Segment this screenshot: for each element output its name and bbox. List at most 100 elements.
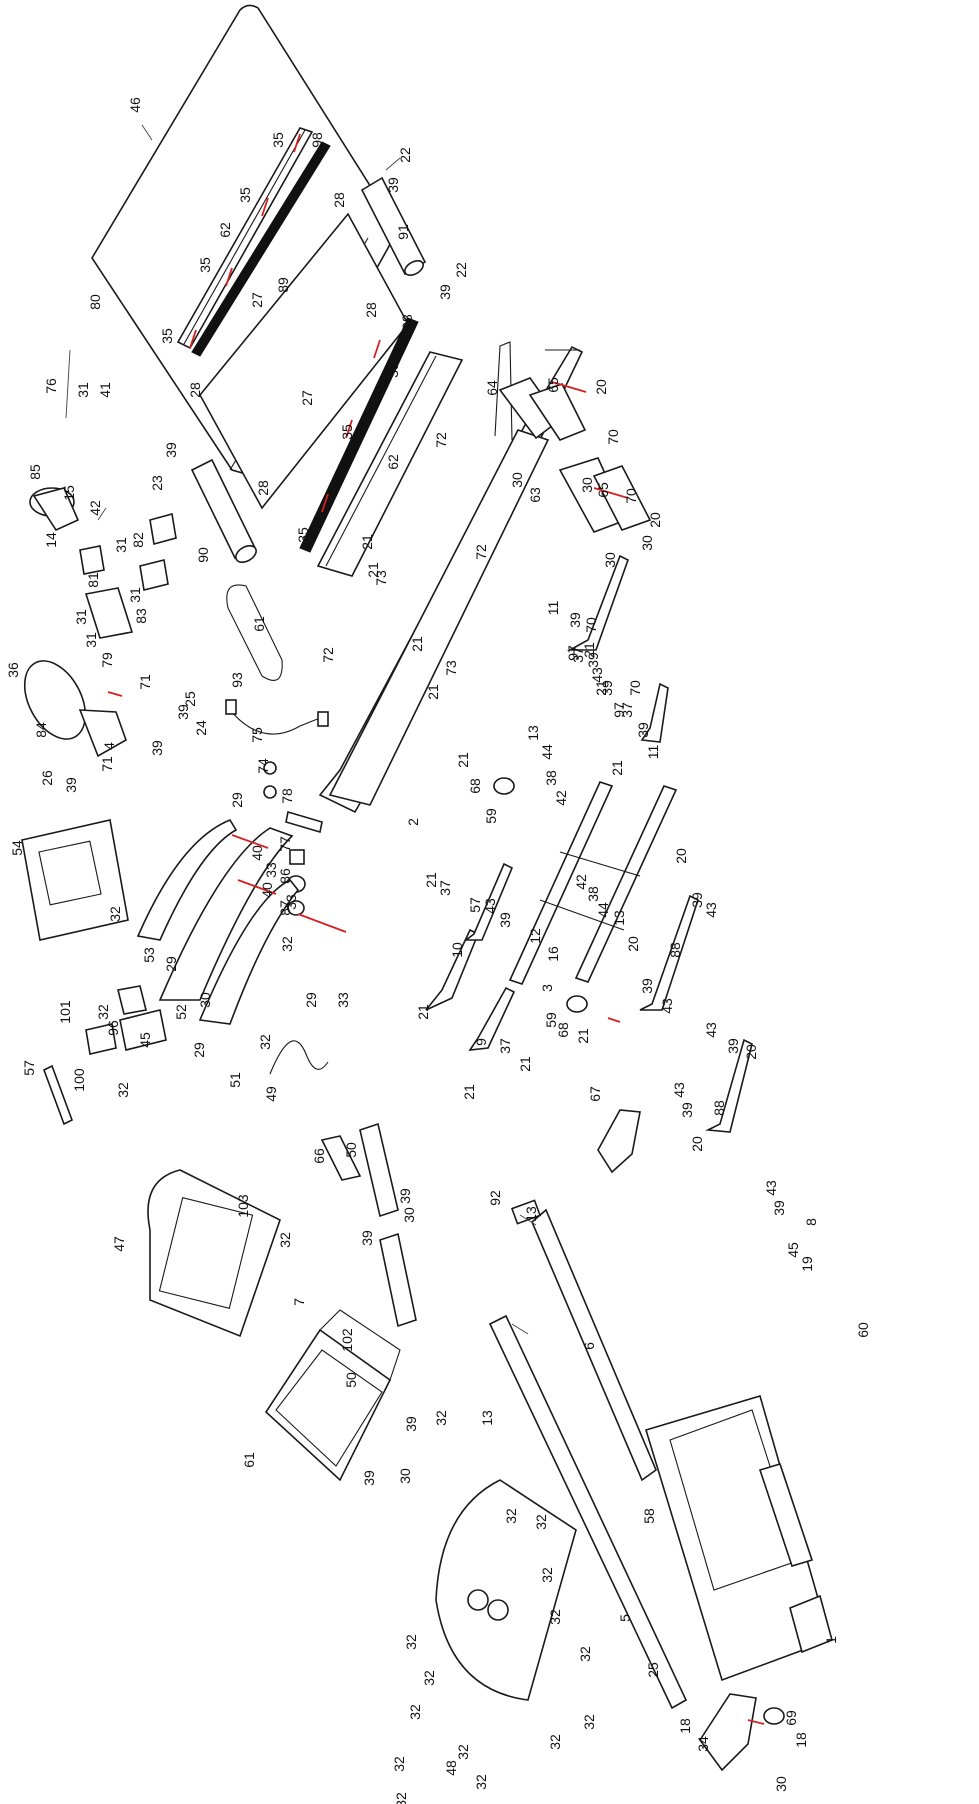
callout-21: 21 (359, 534, 375, 550)
callout-97: 97 (611, 702, 627, 718)
callout-43: 43 (589, 667, 605, 683)
callout-29: 29 (191, 1042, 207, 1058)
part-74 (263, 785, 277, 799)
part-75 (263, 761, 277, 775)
callout-32: 32 (539, 1567, 555, 1583)
callout-27: 27 (299, 390, 315, 406)
callout-88: 88 (711, 1100, 727, 1116)
callout-30: 30 (509, 472, 525, 488)
callout-45: 45 (137, 1032, 153, 1048)
callout-70: 70 (627, 680, 643, 696)
callout-39: 39 (63, 777, 79, 793)
callout-84: 84 (33, 722, 49, 738)
callout-10: 10 (449, 942, 465, 958)
part-91-front-roller (360, 176, 427, 276)
callout-65: 65 (595, 482, 611, 498)
part-68-wheel-top (493, 777, 515, 795)
callout-38: 38 (543, 770, 559, 786)
part-62-side-rail-bottom (316, 351, 464, 577)
callout-34: 34 (695, 1736, 711, 1752)
callout-61: 61 (241, 1452, 257, 1468)
callout-30: 30 (773, 1776, 789, 1792)
callout-81: 81 (85, 572, 101, 588)
callout-68: 68 (555, 1022, 571, 1038)
callout-1: 1 (823, 1636, 839, 1644)
part-9-bracket (468, 986, 516, 1051)
callout-32: 32 (393, 1792, 409, 1804)
part-100 (85, 1023, 117, 1055)
callout-43: 43 (763, 1180, 779, 1196)
callout-49: 49 (263, 1086, 279, 1102)
callout-39: 39 (567, 612, 583, 628)
callout-43: 43 (671, 1082, 687, 1098)
part-98-strip-top (191, 141, 331, 357)
callout-28: 28 (331, 192, 347, 208)
callout-30: 30 (579, 477, 595, 493)
callout-30: 30 (197, 992, 213, 1008)
callout-30: 30 (401, 1207, 417, 1223)
callout-72: 72 (433, 432, 449, 448)
callout-89: 89 (275, 277, 291, 293)
callout-25: 25 (182, 691, 198, 707)
callout-98: 98 (309, 132, 325, 148)
part-65-end-cap-bracket-top (528, 383, 587, 441)
callout-39: 39 (163, 442, 179, 458)
callout-11: 11 (545, 601, 561, 616)
callout-4: 4 (101, 742, 117, 750)
callout-71: 71 (137, 674, 153, 690)
callout-97: 97 (565, 645, 581, 661)
callout-79: 79 (99, 652, 115, 668)
callout-39: 39 (635, 722, 651, 738)
callout-72: 72 (473, 544, 489, 560)
callout-28: 28 (363, 302, 379, 318)
callout-32: 32 (433, 1410, 449, 1426)
callout-64: 64 (484, 380, 500, 396)
callout-38: 38 (585, 886, 601, 902)
callout-39: 39 (361, 1470, 377, 1486)
callout-14: 14 (43, 532, 59, 548)
part-57-handle-grip (43, 1064, 73, 1126)
callout-51: 51 (227, 1072, 243, 1088)
part-81-controller (79, 545, 105, 575)
callout-69: 69 (783, 1710, 799, 1726)
callout-50: 50 (343, 1142, 359, 1158)
callout-31: 31 (73, 609, 89, 625)
callout-70: 70 (605, 429, 621, 445)
callout-66: 66 (311, 1148, 327, 1164)
callout-32: 32 (279, 936, 295, 952)
callout-39: 39 (585, 652, 601, 668)
callout-90: 90 (195, 547, 211, 563)
callout-103: 103 (235, 1194, 251, 1218)
callout-83: 83 (133, 608, 149, 624)
callout-13: 13 (479, 1410, 495, 1426)
callout-48: 48 (443, 1760, 459, 1776)
callout-39: 39 (403, 1416, 419, 1432)
callout-42: 42 (553, 790, 569, 806)
callout-13: 13 (611, 910, 627, 926)
callout-32: 32 (277, 1232, 293, 1248)
callout-98: 98 (399, 314, 415, 330)
callout-50: 50 (343, 1372, 359, 1388)
callout-93: 93 (229, 672, 245, 688)
part-88-bar-b (705, 1038, 753, 1133)
callout-32: 32 (547, 1609, 563, 1625)
callout-82: 82 (130, 532, 146, 548)
callout-35: 35 (385, 362, 401, 378)
callout-21: 21 (575, 1028, 591, 1044)
callout-32: 32 (581, 1714, 597, 1730)
callout-100: 100 (71, 1068, 87, 1092)
callout-19: 19 (799, 1256, 815, 1272)
callout-31: 31 (127, 587, 143, 603)
part-96 (117, 985, 147, 1015)
callout-39: 39 (497, 912, 513, 928)
callout-35: 35 (237, 187, 253, 203)
callout-20: 20 (647, 512, 663, 528)
callout-87: 87 (277, 900, 293, 916)
callout-39: 39 (397, 1188, 413, 1204)
callout-46: 46 (127, 97, 143, 113)
callout-12: 12 (527, 928, 543, 944)
callout-73: 73 (443, 660, 459, 676)
part-84-drive-motor (23, 660, 87, 740)
